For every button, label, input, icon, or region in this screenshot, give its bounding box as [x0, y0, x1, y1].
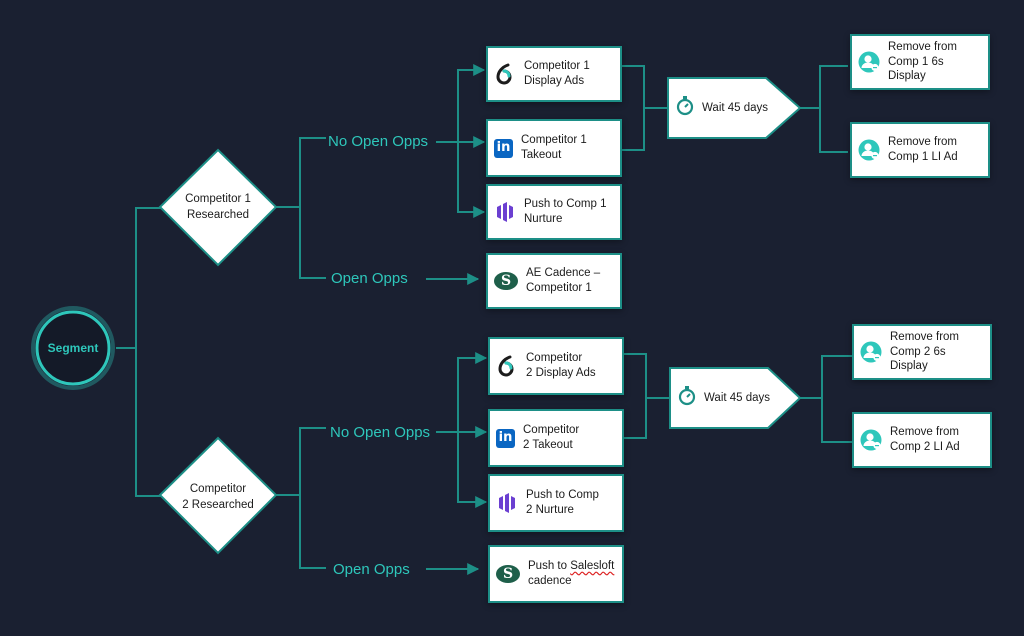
stopwatch-icon	[676, 96, 694, 119]
no-open-opps-label-1: No Open Opps	[328, 133, 429, 150]
removal-label: Remove from Comp 1 6s Display	[888, 40, 958, 83]
removal-label: Remove from Comp 1 LI Ad	[888, 136, 958, 163]
wait-shape-competitor-2	[669, 367, 802, 429]
action-label: Competitor 1 Takeout	[521, 134, 587, 161]
decision-label-competitor-1: Competitor 1 Researched	[185, 193, 251, 221]
segment-node	[31, 306, 115, 390]
removal-card-competitor-2-display: Remove from Comp 2 6s Display	[852, 324, 992, 380]
wait-label: Wait 45 days	[702, 101, 769, 114]
remove-user-icon	[860, 341, 882, 363]
wait-shape-competitor-1	[667, 77, 802, 139]
sixsense-icon	[496, 355, 518, 377]
marketo-icon	[494, 201, 516, 223]
action-card-competitor-1-display-ads: Competitor 1 Display Ads	[486, 46, 622, 102]
decision-diamond-competitor-2	[158, 436, 278, 555]
removal-card-competitor-2-li: Remove from Comp 2 LI Ad	[852, 412, 992, 468]
removal-card-competitor-1-display: Remove from Comp 1 6s Display	[850, 34, 990, 90]
action-label: Competitor 1 Display Ads	[524, 60, 590, 87]
action-card-competitor-1-nurture: Push to Comp 1 Nurture	[486, 184, 622, 240]
action-label: Push to Comp 2 Nurture	[526, 489, 599, 516]
action-label: Competitor 2 Takeout	[523, 424, 580, 451]
action-card-competitor-2-cadence: S Push to Salesloft cadence	[488, 545, 624, 603]
stopwatch-icon	[678, 386, 696, 409]
wait-node-competitor-1: Wait 45 days	[676, 96, 768, 119]
linkedin-icon: in	[496, 428, 515, 448]
removal-label: Remove from Comp 2 LI Ad	[890, 426, 960, 453]
action-label: Push to Salesloft cadence	[528, 559, 614, 589]
remove-user-icon	[858, 139, 880, 161]
open-opps-label-2: Open Opps	[333, 561, 410, 578]
segment-label: Segment	[47, 341, 99, 355]
action-card-competitor-2-nurture: Push to Comp 2 Nurture	[488, 474, 624, 532]
salesloft-icon: S	[494, 272, 518, 290]
action-card-competitor-1-cadence: S AE Cadence – Competitor 1	[486, 253, 622, 309]
action-label: Push to Comp 1 Nurture	[524, 198, 607, 225]
removal-card-competitor-1-li: Remove from Comp 1 LI Ad	[850, 122, 990, 178]
salesloft-icon: S	[496, 565, 520, 583]
wait-label: Wait 45 days	[704, 391, 771, 404]
decision-label-competitor-2: Competitor 2 Researched	[182, 483, 254, 511]
no-open-opps-label-2: No Open Opps	[330, 424, 431, 441]
remove-user-icon	[858, 51, 880, 73]
action-label-suffix: cadence	[528, 575, 572, 587]
action-label-prefix: Push to	[528, 560, 571, 573]
remove-user-icon	[860, 429, 882, 451]
wait-node-competitor-2: Wait 45 days	[678, 386, 770, 409]
marketo-icon	[496, 492, 518, 514]
action-label: Competitor 2 Display Ads	[526, 352, 596, 379]
action-card-competitor-2-takeout: in Competitor 2 Takeout	[488, 409, 624, 467]
action-label-salesloft-word: Salesloft	[570, 560, 615, 573]
linkedin-icon: in	[494, 138, 513, 158]
action-card-competitor-1-takeout: in Competitor 1 Takeout	[486, 119, 622, 177]
sixsense-icon	[494, 63, 516, 85]
open-opps-label-1: Open Opps	[331, 270, 408, 287]
decision-diamond-competitor-1	[158, 148, 278, 267]
action-label: AE Cadence – Competitor 1	[526, 267, 601, 294]
action-card-competitor-2-display-ads: Competitor 2 Display Ads	[488, 337, 624, 395]
removal-label: Remove from Comp 2 6s Display	[890, 330, 960, 373]
